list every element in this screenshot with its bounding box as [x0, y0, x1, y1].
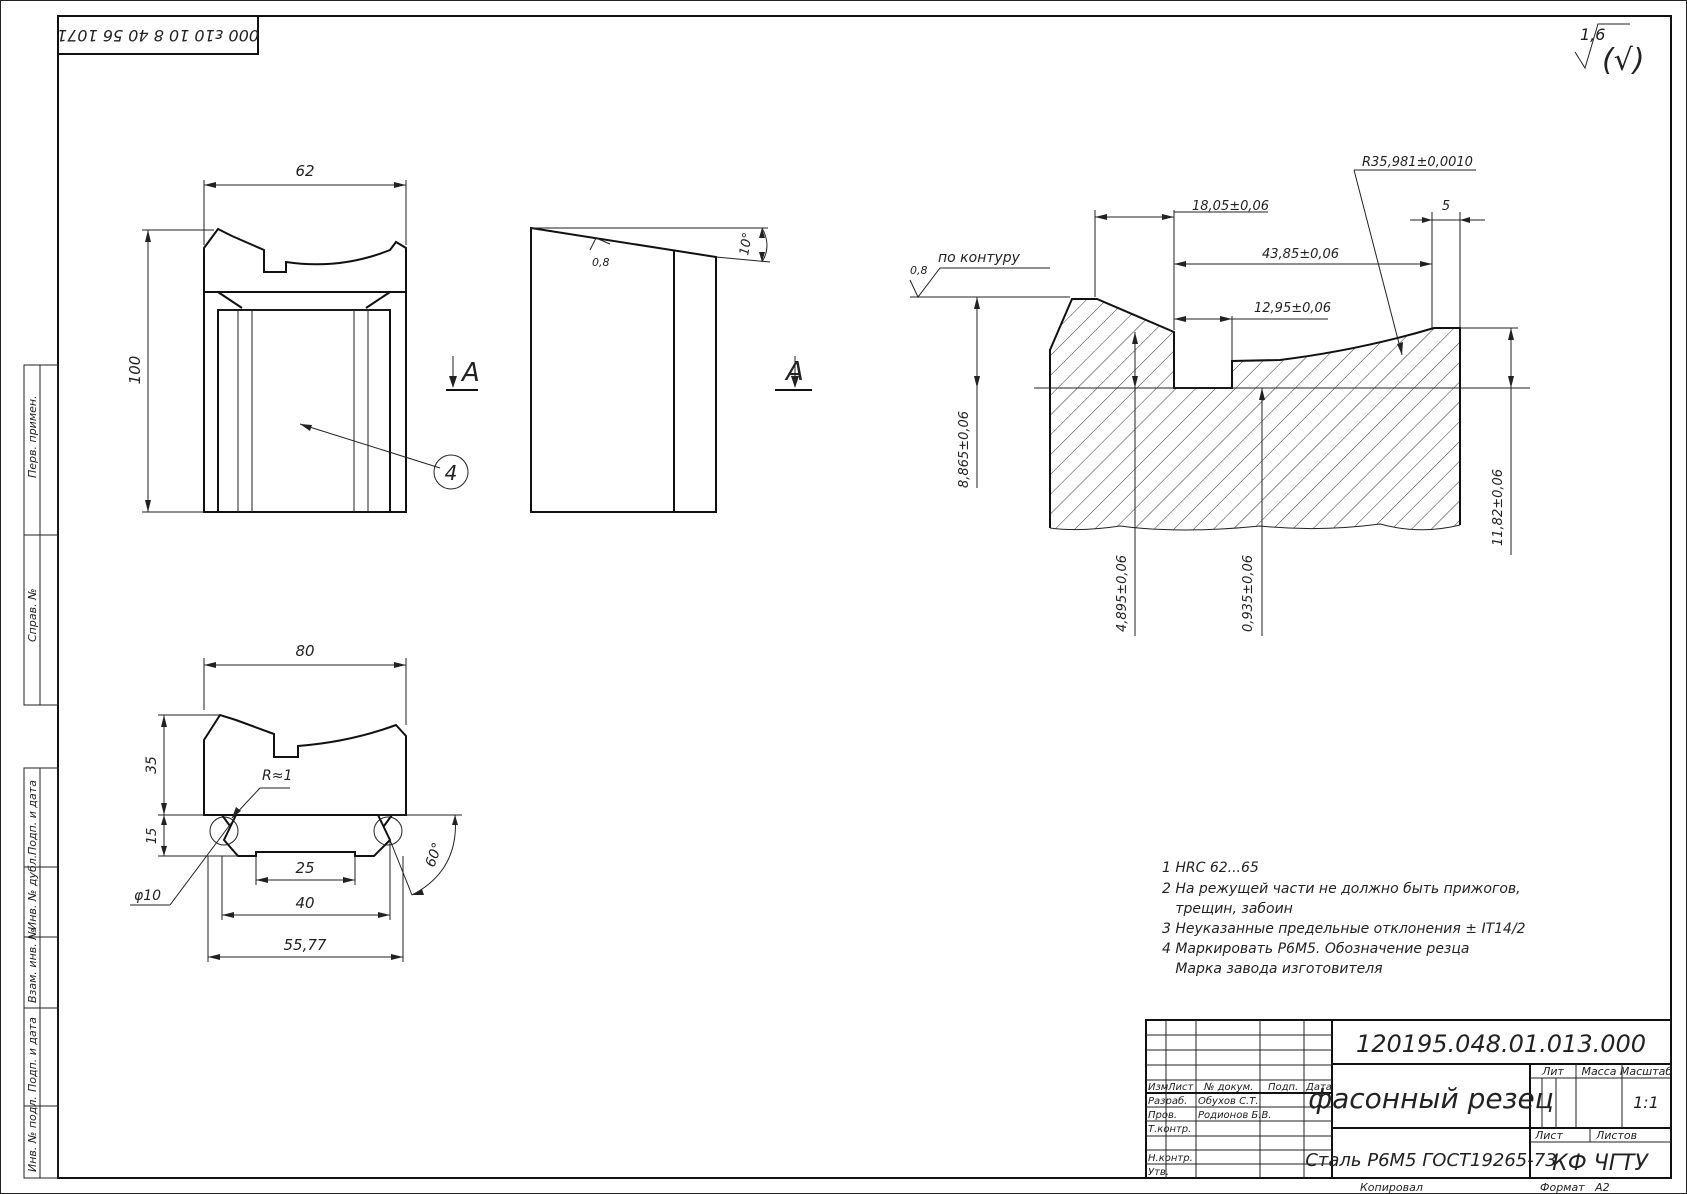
note-2: 2 На режущей части не должно быть прижог…	[1162, 881, 1521, 897]
top-stamp-code: 000 ε10 10 8 40 56 1071	[57, 26, 259, 45]
profile-dim-0: 0,935±0,06	[1241, 555, 1256, 632]
roughness-note: (√)	[1602, 43, 1645, 78]
profile-radius: R35,981±0,0010	[1362, 155, 1473, 170]
drawing-frame	[57, 15, 1672, 1179]
tb-col-list: Лист	[1167, 1082, 1195, 1093]
tb-masshtab: Масштаб	[1620, 1065, 1672, 1078]
tb-scale: 1:1	[1633, 1093, 1659, 1112]
tb-col-docnum: № докум.	[1203, 1082, 1253, 1093]
section-dim-phi10: φ10	[134, 888, 161, 904]
side-label-inv-dubl: Инв. № дубл.	[26, 855, 39, 930]
roughness-symbol: 1,6 (√)	[1574, 23, 1645, 78]
side-strip: Перв. примен. Справ. № Подп. и дата Инв.…	[23, 364, 59, 1179]
section-dim-15: 15	[145, 828, 160, 845]
side-view: 10° 0,8 A A	[446, 226, 812, 513]
profile-dim-5: 5	[1442, 199, 1450, 214]
tb-sheets: Листов	[1595, 1129, 1637, 1142]
tb-prov-name: Родионов Б.В.	[1198, 1110, 1272, 1121]
tb-row-tkontr: Т.контр.	[1148, 1124, 1191, 1135]
side-dim-angle: 10°	[737, 231, 756, 256]
tb-col-izm: Изм	[1148, 1082, 1169, 1093]
profile-dim-4: 4,895±0,06	[1115, 555, 1130, 632]
tb-lit: Лит	[1541, 1065, 1564, 1078]
side-roughness: 0,8	[592, 256, 610, 269]
tb-format: Формат А2	[1540, 1181, 1610, 1194]
title-block: Изм Лист № докум. Подп. Дата Разраб. Обу…	[1145, 1019, 1672, 1194]
callout-4: 4	[445, 461, 458, 485]
tb-organization: КФ ЧГТУ	[1552, 1151, 1649, 1176]
tb-material: Сталь Р6М5 ГОСТ19265-73	[1305, 1150, 1556, 1171]
profile-dim-11: 11,82±0,06	[1491, 469, 1506, 546]
tb-row-prov: Пров.	[1148, 1110, 1177, 1121]
side-label-podp-data-2: Подп. и дата	[26, 1017, 39, 1092]
note-1: 1 HRC 62...65	[1162, 860, 1259, 876]
profile-dim-8: 8,865±0,06	[957, 411, 972, 488]
section-dim-40: 40	[295, 894, 314, 912]
tb-part-name: фасонный резец	[1308, 1082, 1554, 1115]
tb-col-data: Дата	[1305, 1082, 1332, 1093]
side-label-vzam-inv: Взам. инв. №	[26, 928, 39, 1003]
profile-detail: 0,8 по контуру 18,05±0,06 R35,981±0,0010…	[909, 155, 1530, 636]
roughness-value: 1,6	[1580, 25, 1605, 44]
section-dim-25: 25	[295, 859, 314, 877]
section-label-left: A	[460, 358, 480, 388]
section-dim-r1: R≈1	[262, 768, 292, 784]
front-view: 62 100 4	[126, 162, 469, 513]
profile-roughness-note: по контуру	[938, 250, 1021, 266]
top-stamp: 000 ε10 10 8 40 56 1071	[57, 15, 259, 55]
tb-row-nkontr: Н.контр.	[1148, 1153, 1193, 1164]
side-label-inv-podl: Инв. № подл.	[26, 1096, 39, 1172]
note-4: 4 Маркировать Р6М5. Обозначение резца	[1162, 941, 1469, 957]
tb-doc-number: 120195.048.01.013.000	[1356, 1030, 1646, 1058]
section-dim-55: 55,77	[284, 936, 327, 954]
section-dim-35: 35	[144, 756, 160, 774]
profile-dim-12: 12,95±0,06	[1254, 301, 1331, 316]
tb-row-utv: Утв.	[1148, 1167, 1169, 1178]
note-3: 3 Неуказанные предельные отклонения ± IT…	[1162, 921, 1526, 937]
side-label-podp-data-1: Подп. и дата	[26, 780, 39, 855]
front-dim-height: 100	[126, 356, 144, 385]
tb-massa: Масса	[1581, 1065, 1616, 1078]
side-label-perv-primen: Перв. примен.	[26, 395, 39, 478]
section-label-right: A	[784, 357, 804, 387]
tb-kopiroval: Копировал	[1360, 1181, 1423, 1194]
profile-roughness-value: 0,8	[910, 264, 928, 277]
tb-sheet: Лист	[1534, 1129, 1563, 1142]
tb-razrab-name: Обухов С.Т.	[1198, 1095, 1259, 1107]
tb-col-podp: Подп.	[1268, 1082, 1298, 1093]
profile-dim-18: 18,05±0,06	[1192, 199, 1269, 214]
section-view: 80 35 15 R≈1 φ10 25 40	[130, 642, 462, 962]
technical-notes: 1 HRC 62...65 2 На режущей части не долж…	[1162, 860, 1526, 977]
profile-dim-43: 43,85±0,06	[1262, 247, 1339, 262]
section-dim-80: 80	[295, 642, 314, 660]
section-dim-60: 60°	[423, 841, 447, 870]
front-dim-width: 62	[295, 162, 314, 180]
side-label-sprav-no: Справ. №	[26, 588, 39, 642]
tb-row-razrab: Разраб.	[1148, 1095, 1187, 1107]
note-4-cont: Марка завода изготовителя	[1162, 961, 1383, 977]
note-2-cont: трещин, забоин	[1162, 901, 1293, 917]
